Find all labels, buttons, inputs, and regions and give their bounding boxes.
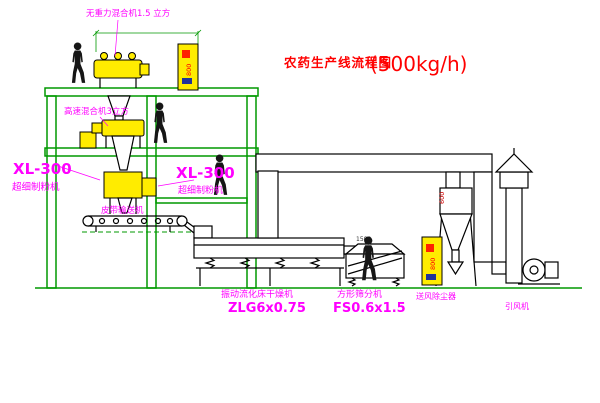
fan-motor bbox=[544, 261, 559, 279]
end-pulley bbox=[176, 215, 188, 227]
mill-discharge bbox=[117, 197, 133, 214]
label-induced-fan: 引风机 bbox=[505, 301, 529, 311]
label-belt-conveyor: 皮带输送机 bbox=[101, 205, 144, 216]
beam-top bbox=[44, 87, 259, 97]
screen-deck bbox=[347, 250, 403, 267]
feed-port bbox=[114, 52, 122, 60]
dimension-lines-top bbox=[92, 29, 202, 52]
cyclone-leg bbox=[469, 211, 477, 287]
mixer-body bbox=[101, 119, 145, 137]
fan-inlet-stub bbox=[491, 261, 507, 275]
beam-middle bbox=[44, 147, 259, 157]
vibration-spring bbox=[273, 257, 286, 269]
mixer-body bbox=[93, 59, 143, 79]
control-cabinet-top: 800 bbox=[177, 43, 199, 91]
label-sieve-model: FS0.6x1.5 bbox=[333, 301, 406, 316]
cabinet-blue-panel bbox=[182, 78, 192, 84]
label-mill-left-name: 超细制粉机 bbox=[12, 181, 60, 193]
exhaust-stack bbox=[494, 148, 534, 284]
vibration-spring bbox=[308, 257, 321, 269]
mixer-motor bbox=[139, 63, 150, 76]
building-structure bbox=[44, 87, 259, 289]
cyclone-cone bbox=[439, 213, 473, 251]
ultrafine-mill bbox=[103, 171, 157, 214]
stack-pipe bbox=[505, 187, 523, 284]
sieve-spring bbox=[391, 277, 401, 287]
mixer-motor bbox=[91, 122, 103, 134]
induced-fan bbox=[518, 258, 560, 285]
mill-body bbox=[103, 171, 143, 199]
label-dust-collector: 送风除尘器 bbox=[416, 291, 456, 301]
person-figure bbox=[71, 42, 86, 83]
cabinet-code-label: 800 bbox=[185, 64, 193, 76]
cabinet-blue-panel bbox=[426, 274, 436, 280]
end-pulley bbox=[82, 215, 94, 227]
dust-collector-cabinet: 800 bbox=[421, 236, 443, 286]
label-mill-center-name: 超细制粉机 bbox=[178, 184, 223, 196]
label-dryer-name: 振动流化床干燥机 bbox=[221, 288, 293, 300]
vibration-spring bbox=[238, 257, 251, 269]
platform-level3 bbox=[155, 197, 248, 204]
cyclone-drop-duct bbox=[445, 171, 461, 189]
discharge-valve bbox=[446, 261, 465, 276]
label-sieve-name: 方形筛分机 bbox=[337, 288, 382, 300]
square-sieve: 1500 bbox=[343, 236, 406, 287]
sieve-dimension: 1500 bbox=[356, 236, 371, 243]
discharge-cone bbox=[111, 135, 135, 171]
screen-deck bbox=[347, 257, 403, 275]
vent-cap-cylinder bbox=[499, 171, 529, 189]
label-gravity-mixer: 无重力混合机1.5 立方 bbox=[86, 8, 170, 19]
diagram-title: 农药生产线流程图 bbox=[283, 55, 392, 70]
cyclone-duct-dimension: 600 bbox=[438, 192, 446, 204]
sieve-spring bbox=[347, 277, 357, 287]
feed-port bbox=[128, 52, 136, 60]
cabinet-red-lamp bbox=[182, 50, 190, 58]
label-leaders bbox=[57, 19, 195, 187]
cabinet-red-lamp bbox=[426, 244, 434, 252]
belt-conveyor bbox=[82, 215, 199, 234]
aux-machine bbox=[79, 131, 97, 149]
vibration-spring bbox=[203, 257, 216, 269]
dryer-inlet bbox=[193, 225, 213, 239]
gravity-mixer bbox=[93, 52, 150, 121]
label-high-speed-mixer: 高速混合机3立方 bbox=[64, 106, 129, 117]
dryer-body bbox=[193, 237, 345, 259]
label-dryer-model: ZLG6x0.75 bbox=[228, 301, 306, 316]
fan-volute bbox=[522, 258, 546, 282]
cyclone-separator: 600 bbox=[435, 187, 477, 287]
high-speed-mixer bbox=[79, 119, 145, 171]
horizontal-duct bbox=[255, 153, 493, 173]
column-right bbox=[246, 95, 257, 289]
feed-port bbox=[100, 52, 108, 60]
fan-drop-duct bbox=[473, 171, 493, 263]
label-mill-center-model: XL-300 bbox=[176, 164, 235, 182]
vent-cap-roof bbox=[494, 153, 534, 173]
mill-side-unit bbox=[141, 177, 157, 197]
duct-system bbox=[255, 153, 507, 275]
label-mill-left-model: XL-300 bbox=[13, 160, 72, 178]
dryer-riser-duct bbox=[257, 170, 279, 239]
diagram-title-capacity: (500kg/h) bbox=[370, 52, 467, 76]
cabinet-code-label: 800 bbox=[429, 258, 437, 270]
